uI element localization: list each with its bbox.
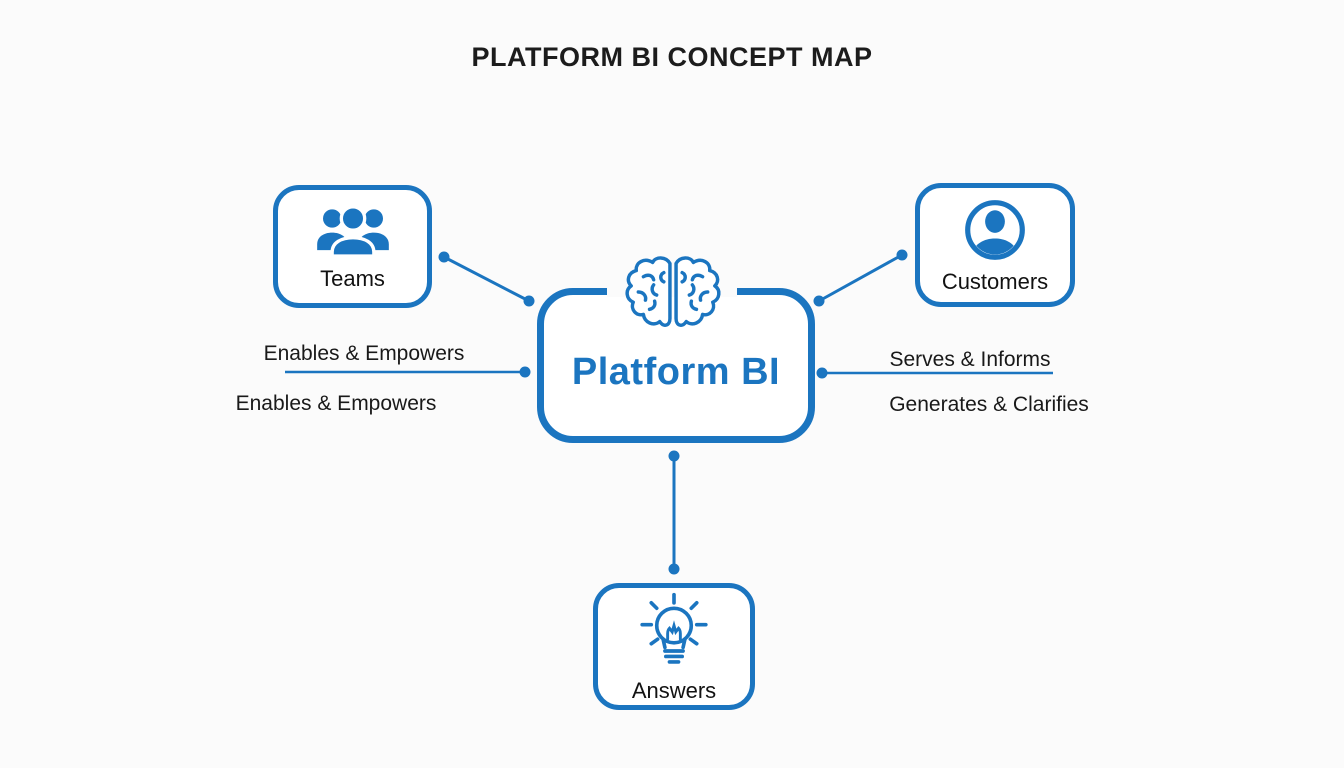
user-circle-icon [965, 199, 1025, 260]
edge-label-generates-clarifies: Generates & Clarifies [889, 393, 1089, 416]
node-answers: Answers [593, 583, 755, 710]
node-answers-label: Answers [631, 678, 717, 703]
edge-label-enables-empowers-1: Enables & Empowers [263, 342, 465, 365]
team-icon [316, 205, 389, 258]
edge-label-serves-informs: Serves & Informs [889, 348, 1051, 371]
node-teams-label: Teams [320, 266, 385, 291]
connector-teams-center [438, 251, 535, 307]
edge-label-enables-empowers-2: Enables & Empowers [235, 392, 437, 415]
brain-icon [625, 256, 721, 327]
lightbulb-icon [640, 592, 708, 664]
connector-center-answers [668, 450, 680, 575]
node-teams: Teams [273, 185, 432, 308]
node-customers: Customers [915, 183, 1075, 307]
page-title: PLATFORM BI CONCEPT MAP [471, 42, 873, 72]
connector-center-customers [813, 249, 908, 307]
node-customers-label: Customers [941, 268, 1049, 294]
node-platform-bi-label: Platform BI [571, 351, 781, 393]
connector-left-edge [285, 366, 531, 378]
